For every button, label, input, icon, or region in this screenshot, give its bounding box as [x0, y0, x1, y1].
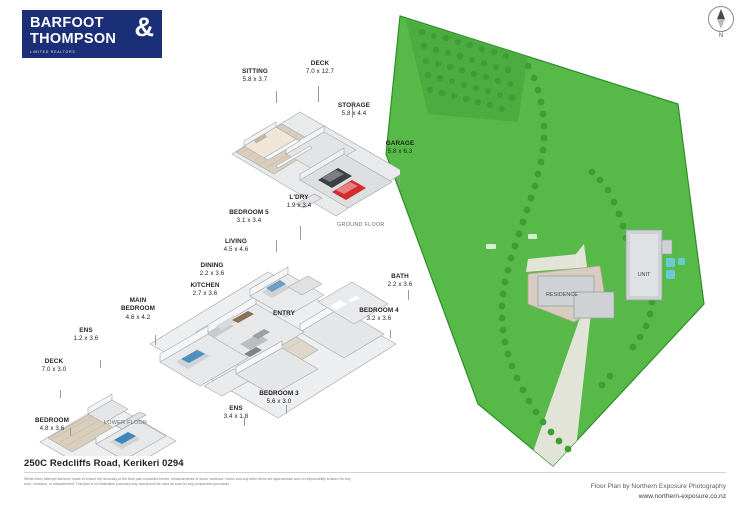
room-label-bedroom3: BEDROOM 3 5.6 x 3.0: [259, 390, 299, 406]
logo-subtitle: LIMITED REALTORS: [30, 50, 76, 54]
leader-bedroom5: [276, 240, 277, 252]
room-label-kitchen: KITCHEN 2.7 x 3.6: [190, 282, 220, 298]
site-unit-building: UNIT: [625, 229, 673, 301]
room-label-entry: ENTRY: [273, 310, 295, 317]
property-address: 250C Redcliffs Road, Kerikeri 0294: [24, 458, 184, 469]
compass-south-icon: [717, 19, 725, 29]
room-label-deck-lower: DECK 7.0 x 3.0: [41, 358, 67, 374]
logo-line-1: BARFOOT: [30, 15, 104, 31]
compass-rose: N: [704, 6, 738, 44]
room-label-deck-upper: DECK 7.0 x 12.7: [305, 60, 335, 76]
leader-garage: [399, 175, 400, 185]
room-label-living: LIVING 4.5 x 4.6: [223, 238, 249, 254]
site-residence-label: RESIDENCE: [546, 292, 578, 298]
leader-ens-upper: [100, 360, 101, 368]
compass-north-icon: [717, 9, 725, 19]
logo-ampersand: &: [134, 12, 155, 42]
logo-line-2: THOMPSON: [30, 31, 117, 47]
site-water-features: [666, 258, 685, 279]
room-label-bedroom4: BEDROOM 4 3.2 x 3.6: [359, 307, 399, 323]
room-label-ens-upper: ENS 1.2 x 3.6: [73, 327, 99, 343]
footer-divider: [24, 472, 726, 473]
room-label-bedroom-lower: BEDROOM 4.8 x 3.6: [34, 417, 70, 433]
leader-sitting: [276, 91, 277, 103]
leader-bedroom-lower: [70, 428, 71, 436]
floor-label-lower: LOWER FLOOR: [104, 420, 148, 426]
leader-deck: [318, 86, 319, 102]
leader-storage: [352, 106, 353, 118]
barfoot-thompson-logo: BARFOOT THOMPSON & LIMITED REALTORS: [22, 10, 162, 58]
room-label-dining: DINING 2.2 x 3.6: [199, 262, 225, 278]
leader-deck-lower: [60, 390, 61, 398]
room-label-storage: STORAGE 5.8 x 4.4: [337, 102, 371, 118]
leader-bedroom4: [390, 330, 391, 338]
leader-ldry: [300, 226, 301, 240]
compass-ring: [708, 6, 734, 32]
site-residence-building: RESIDENCE: [527, 265, 615, 323]
leader-bedroom3: [286, 405, 287, 413]
compass-label: N: [718, 33, 724, 39]
room-label-bath: BATH 2.2 x 3.6: [387, 273, 413, 289]
room-label-ens-lower: ENS 3.4 x 1.8: [223, 405, 249, 421]
disclaimer-text: Whilst every attempt has been made to en…: [24, 477, 351, 487]
site-plan: UNIT RESIDENCE: [378, 4, 726, 474]
room-label-bedroom5: BEDROOM 5 3.1 x 3.4: [229, 209, 269, 225]
floor-plan-graphic: [0, 44, 400, 456]
credit-line-1: Floor Plan by Northern Exposure Photogra…: [590, 483, 726, 490]
leader-mainbed: [155, 335, 156, 345]
room-label-sitting: SITTING 5.8 x 3.7: [242, 68, 268, 84]
room-label-garage: GARAGE 5.8 x 6.3: [385, 140, 415, 156]
photography-credit: Floor Plan by Northern Exposure Photogra…: [591, 482, 726, 502]
credit-url[interactable]: www.northern-exposure.co.nz: [638, 493, 726, 500]
site-unit-label: UNIT: [638, 272, 651, 278]
leader-ens-lower: [244, 418, 245, 426]
room-label-ldry: L'DRY 1.9 x 3.4: [286, 194, 312, 210]
tree-cluster-top: [418, 28, 516, 112]
leader-bath: [408, 290, 409, 300]
floor-label-ground: GROUND FLOOR: [337, 222, 385, 228]
tree-shelterbelt: [498, 62, 572, 453]
